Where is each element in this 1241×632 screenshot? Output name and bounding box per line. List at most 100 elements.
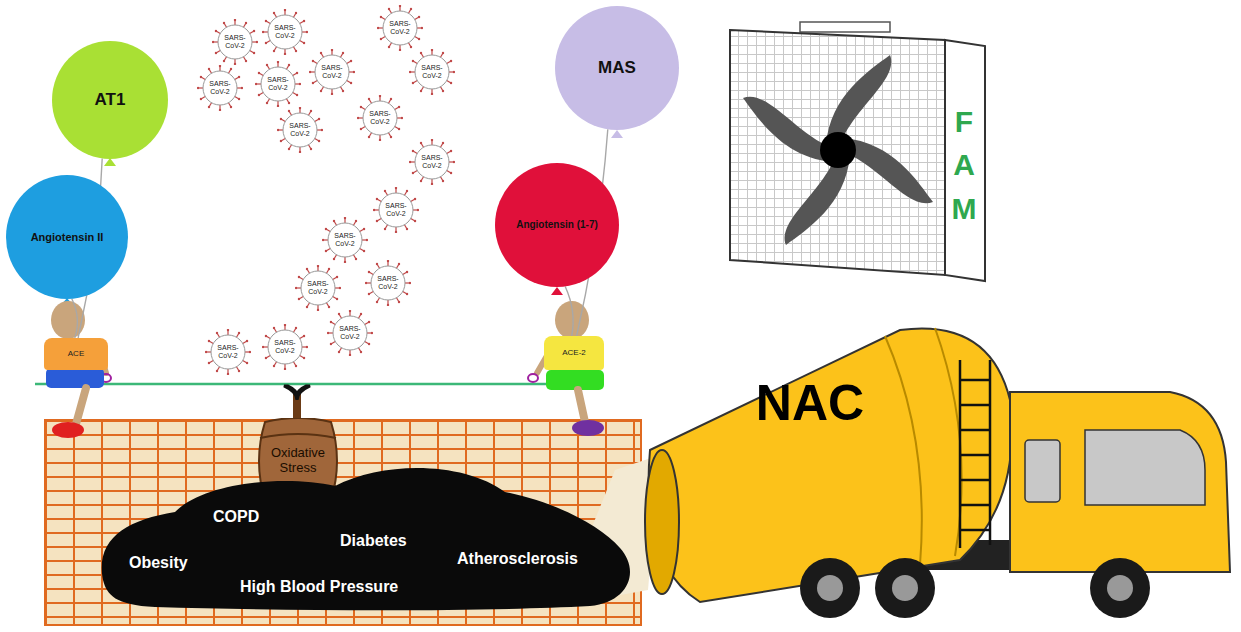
virus-spike-tip — [421, 27, 423, 29]
virus-spike-tip — [328, 268, 330, 270]
virus-spike-tip — [431, 183, 433, 185]
virus-spike-tip — [265, 335, 267, 337]
node-text: Angiotensin (1-7) — [516, 219, 598, 231]
virus-spike-tip — [288, 102, 290, 104]
virus-spike-tip — [384, 190, 386, 192]
virus-particle: SARS-CoV-2 — [357, 95, 403, 141]
virus-spike-tip — [284, 53, 286, 55]
virus-spike-tip — [398, 128, 400, 130]
virus-particle: SARS-CoV-2 — [277, 107, 323, 153]
virus-spike-tip — [406, 228, 408, 230]
node-text: SARS-CoV-2 — [380, 202, 412, 218]
virus-spike-tip — [360, 106, 362, 108]
cab-window — [1025, 440, 1060, 502]
virus-spike-tip — [395, 187, 397, 189]
virus-spike-tip — [344, 261, 346, 263]
virus-spike-tip — [390, 136, 392, 138]
virus-spike-tip — [258, 72, 260, 74]
virus-spike-tip — [368, 271, 370, 273]
virus-spike-tip — [344, 217, 346, 219]
virus-spike-tip — [412, 60, 414, 62]
virus-spike-tip — [255, 83, 257, 85]
virus-spike-tip — [246, 362, 248, 364]
virus-spike-tip — [208, 340, 210, 342]
virus-spike-tip — [442, 52, 444, 54]
virus-body — [383, 11, 417, 45]
virus-spike-tip — [450, 82, 452, 84]
virus-particle: SARS-CoV-2 — [322, 217, 368, 263]
virus-spike-tip — [230, 106, 232, 108]
node-text: SARS-CoV-2 — [416, 64, 448, 80]
truck-wheel — [875, 558, 935, 618]
virus-spike-tip — [401, 117, 403, 119]
virus-spike-tip — [306, 306, 308, 308]
virus-spike-tip — [366, 239, 368, 241]
virus-spike-tip — [223, 22, 225, 24]
node-text: SARS-CoV-2 — [212, 344, 244, 360]
virus-spike-tip — [265, 357, 267, 359]
cab-window — [1085, 430, 1205, 505]
kid-shoe — [52, 422, 84, 438]
seesaw-plank — [35, 383, 598, 386]
virus-spike-tip — [215, 52, 217, 54]
node-text: SARS-CoV-2 — [284, 122, 316, 138]
virus-spike-tip — [303, 357, 305, 359]
virus-spike-tip — [390, 98, 392, 100]
virus-spike-tip — [399, 49, 401, 51]
virus-spike-tip — [262, 31, 264, 33]
virus-spike-tip — [266, 102, 268, 104]
virus-spike-tip — [327, 332, 329, 334]
virus-spike-tip — [200, 98, 202, 100]
virus-spike-tip — [338, 313, 340, 315]
virus-spike-tip — [398, 263, 400, 265]
virus-spike-tip — [277, 61, 279, 63]
virus-particle: SARS-CoV-2 — [212, 19, 258, 65]
virus-spike-tip — [387, 260, 389, 262]
virus-body — [203, 71, 237, 105]
virus-spike-tip — [296, 72, 298, 74]
node-text: Oxidative Stress — [261, 446, 335, 476]
node-text: SARS-CoV-2 — [334, 325, 366, 341]
node-text: AT1 — [95, 90, 126, 110]
virus-spike-tip — [420, 142, 422, 144]
virus-spike-tip — [442, 180, 444, 182]
virus-spike-tip — [453, 161, 455, 163]
virus-spike-tip — [238, 76, 240, 78]
virus-body — [268, 15, 302, 49]
virus-spike-tip — [299, 83, 301, 85]
lattice-scaffold — [45, 420, 641, 625]
virus-spike-tip — [373, 209, 375, 211]
virus-spike-tip — [360, 351, 362, 353]
balloon-string — [565, 287, 573, 337]
virus-spike-tip — [284, 324, 286, 326]
kid-shirt: ACE — [44, 338, 108, 370]
kid-shorts — [546, 370, 604, 390]
balloon: AT1 — [52, 41, 168, 159]
truck-wheel — [1090, 558, 1150, 618]
kid-shoe — [572, 420, 604, 436]
virus-spike-tip — [322, 239, 324, 241]
virus-spike-tip — [219, 109, 221, 111]
virus-spike-tip — [353, 71, 355, 73]
virus-spike-tip — [280, 140, 282, 142]
virus-spike-tip — [399, 5, 401, 7]
node-text: High Blood Pressure — [240, 578, 398, 596]
virus-spike-tip — [360, 313, 362, 315]
virus-spike-tip — [355, 258, 357, 260]
virus-spike-tip — [350, 60, 352, 62]
virus-spike-tip — [312, 60, 314, 62]
balloon: Angiotensin (1-7) — [495, 163, 619, 287]
virus-spike-tip — [253, 30, 255, 32]
virus-spike-tip — [406, 271, 408, 273]
node-text: MAS — [598, 58, 636, 78]
virus-spike-tip — [205, 351, 207, 353]
virus-spike-tip — [442, 142, 444, 144]
virus-particle: SARS-CoV-2 — [262, 324, 308, 370]
virus-spike-tip — [303, 335, 305, 337]
virus-particle: SARS-CoV-2 — [295, 265, 341, 311]
node-text: ACE-2 — [562, 348, 586, 357]
virus-body — [261, 67, 295, 101]
virus-particle: SARS-CoV-2 — [365, 260, 411, 306]
truck-label: NAC — [735, 368, 885, 440]
virus-body — [415, 55, 449, 89]
